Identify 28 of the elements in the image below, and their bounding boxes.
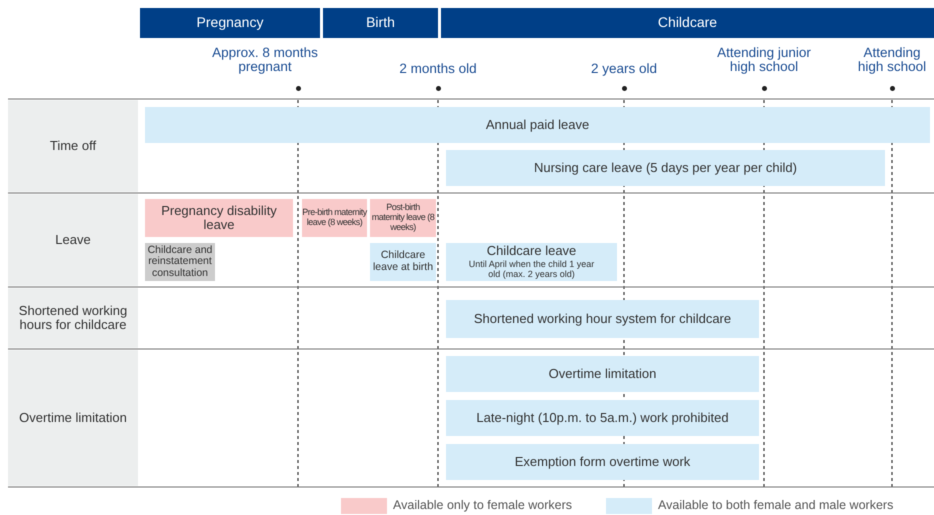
phase-header: Pregnancy	[140, 8, 320, 38]
row-header: Leave	[8, 194, 138, 286]
limitation-bar: Overtime limitation	[446, 356, 759, 392]
row-header: Time off	[8, 100, 138, 192]
row-header: Overtime limitation	[8, 350, 138, 486]
leave-bar: Annual paid leave	[145, 107, 930, 143]
milestone-label: Approx. 8 months pregnant	[211, 46, 319, 74]
limitation-bar: Exemption form overtime work	[446, 444, 759, 480]
milestone-label: 2 years old	[590, 62, 658, 76]
bar-note: Until April when the child 1 year old (max. 2 years old)	[468, 260, 596, 280]
leave-bar: Childcare leave at birth	[370, 243, 436, 281]
leave-bar: Post-birth maternity leave (8 weeks)	[370, 199, 436, 237]
consultation-bar: Childcare and reinstatement consultation	[145, 243, 215, 281]
legend-text: Available to both female and male workers	[658, 498, 894, 512]
phase-header: Childcare	[441, 8, 934, 38]
phase-header: Birth	[323, 8, 438, 38]
milestone-label: 2 months old	[398, 62, 478, 76]
milestone-label: Attending high school	[856, 46, 928, 74]
leave-bar: Pre-birth maternity leave (8 weeks)	[302, 199, 367, 237]
leave-bar: Pregnancy disability leave	[145, 199, 293, 237]
limitation-bar: Late-night (10p.m. to 5a.m.) work prohibited	[446, 400, 759, 436]
legend-text: Available only to female workers	[393, 498, 572, 512]
bar-title: Childcare leave	[486, 244, 576, 258]
milestone-label: Attending junior high school	[716, 46, 812, 74]
leave-bar	[446, 243, 617, 281]
system-bar: Shortened working hour system for childcare	[446, 300, 759, 338]
leave-bar: Nursing care leave (5 days per year per child)	[446, 150, 885, 186]
row-header: Shortened working hours for childcare	[8, 288, 138, 348]
